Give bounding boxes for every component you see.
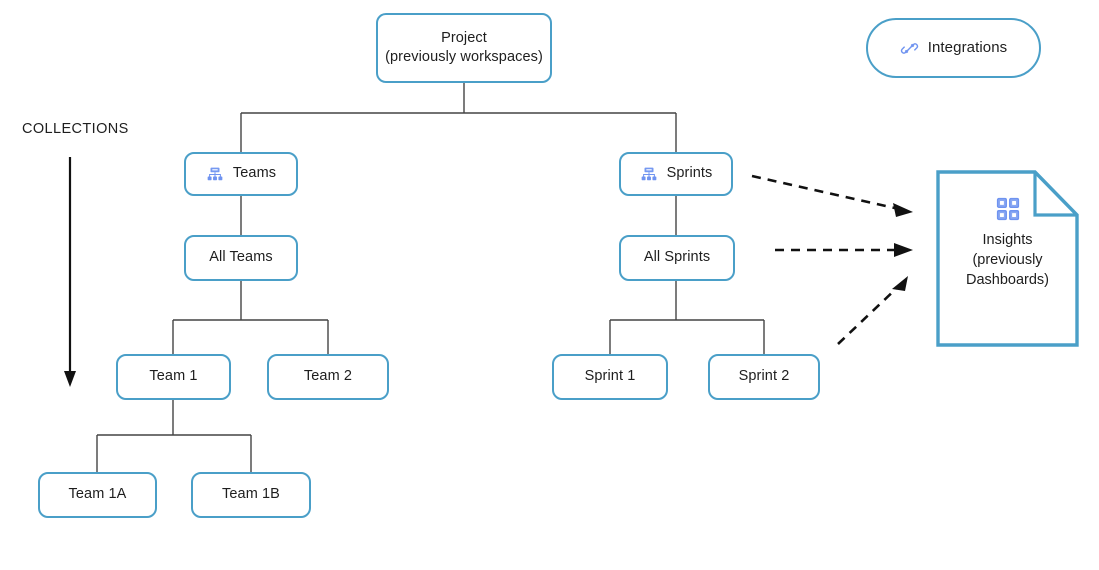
node-sprints[interactable]: Sprints — [619, 152, 733, 196]
insights-document-shape — [936, 170, 1079, 347]
node-sprint-1[interactable]: Sprint 1 — [552, 354, 668, 400]
link-icon — [900, 39, 919, 58]
dashed-arrow-head-1 — [893, 203, 913, 217]
node-teams-label: Teams — [232, 165, 277, 182]
node-all-teams[interactable]: All Teams — [184, 235, 298, 281]
node-project-label: Project (previously workspaces) — [385, 29, 543, 65]
node-integrations[interactable]: Integrations — [866, 18, 1041, 78]
node-sprint-1-label: Sprint 1 — [584, 368, 636, 385]
node-all-sprints[interactable]: All Sprints — [619, 235, 735, 281]
dashed-edge-sprints-insights — [751, 174, 900, 211]
node-insights[interactable]: Insights (previously Dashboards) — [936, 170, 1079, 347]
node-team-2-label: Team 2 — [303, 368, 353, 385]
node-sprint-2[interactable]: Sprint 2 — [708, 354, 820, 400]
node-insights-label: Insights (previously Dashboards) — [965, 232, 1049, 288]
sitemap-icon — [206, 165, 224, 183]
collections-label: COLLECTIONS — [22, 121, 129, 137]
dashboard-grid-icon — [995, 196, 1021, 222]
sitemap-icon — [640, 165, 658, 183]
node-team-1b[interactable]: Team 1B — [191, 472, 311, 518]
node-team-1b-label: Team 1B — [222, 486, 280, 503]
collections-arrow-head — [64, 371, 76, 387]
node-team-2[interactable]: Team 2 — [267, 354, 389, 400]
dashed-edge-sprint2-insights — [837, 284, 901, 345]
node-team-1a[interactable]: Team 1A — [38, 472, 157, 518]
node-integrations-label: Integrations — [927, 39, 1008, 57]
node-sprints-label: Sprints — [666, 165, 713, 182]
node-all-sprints-label: All Sprints — [643, 249, 711, 266]
node-sprint-2-label: Sprint 2 — [738, 368, 790, 385]
node-teams[interactable]: Teams — [184, 152, 298, 196]
node-team-1[interactable]: Team 1 — [116, 354, 231, 400]
dashed-arrow-head-2 — [894, 243, 913, 257]
node-team-1-label: Team 1 — [149, 368, 198, 385]
node-project[interactable]: Project (previously workspaces) — [376, 13, 552, 83]
dashed-arrow-head-3 — [892, 276, 908, 291]
node-all-teams-label: All Teams — [209, 249, 273, 266]
node-team-1a-label: Team 1A — [68, 486, 127, 503]
